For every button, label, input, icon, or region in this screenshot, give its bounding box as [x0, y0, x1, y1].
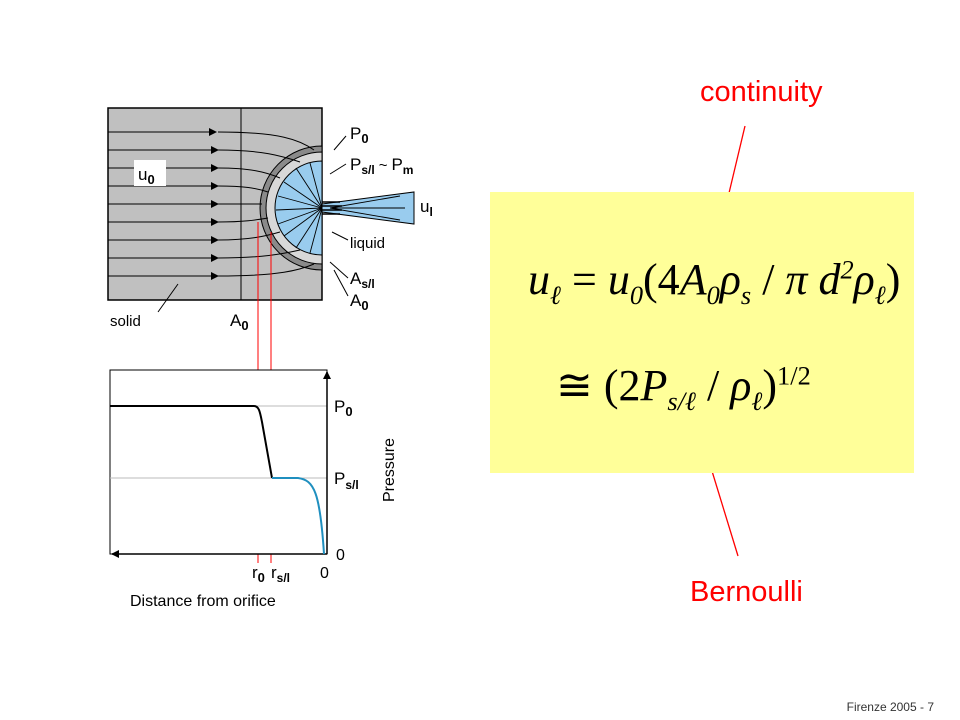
x-axis-label: Distance from orifice [130, 593, 276, 610]
bernoulli-equation: ≅ (2Ps/ℓ / ρℓ)1/2 [556, 360, 811, 416]
ytick-Psl: Ps/l [334, 469, 359, 492]
pressure-chart: P0 Ps/l 0 Pressure r0 rs/l 0 Distance fr… [109, 369, 398, 610]
bernoulli-label: Bernoulli [690, 576, 803, 608]
pressure-curve-liquid [272, 477, 325, 555]
pressure-curve-solid [110, 405, 273, 479]
u0-label-box [134, 160, 166, 186]
ytick-P0: P0 [334, 397, 353, 419]
solid-label: solid [110, 313, 141, 330]
ul-label: ul [420, 197, 433, 219]
Psl-Pm-label: Ps/l~Pm [350, 155, 413, 177]
A0-label-bottom: A0 [230, 311, 249, 333]
xtick-zero: 0 [320, 565, 329, 582]
ytick-zero: 0 [336, 547, 345, 564]
chart-frame [109, 369, 328, 555]
A0-label-right: A0 [350, 291, 369, 313]
xtick-r0: r0 [252, 563, 265, 585]
liquid-region [274, 160, 323, 256]
y-axis-label: Pressure [381, 438, 398, 502]
die-flow-diagram: u0 P0 Ps/l~Pm ul liquid As/l A0 solid A0 [107, 107, 433, 333]
bernoulli-arrow [706, 457, 739, 557]
slide-footer: Firenze 2005 - 7 [846, 700, 934, 714]
continuity-label: continuity [700, 76, 823, 108]
equation-panel [490, 192, 914, 473]
u0-label: u0 [138, 165, 155, 187]
liquid-label: liquid [350, 235, 385, 252]
xtick-rsl: rs/l [271, 563, 290, 585]
P0-label: P0 [350, 124, 369, 146]
Asl-label: As/l [350, 269, 375, 291]
continuity-equation: uℓ = u0(4A0ρs / π d2ρℓ) [528, 254, 901, 310]
